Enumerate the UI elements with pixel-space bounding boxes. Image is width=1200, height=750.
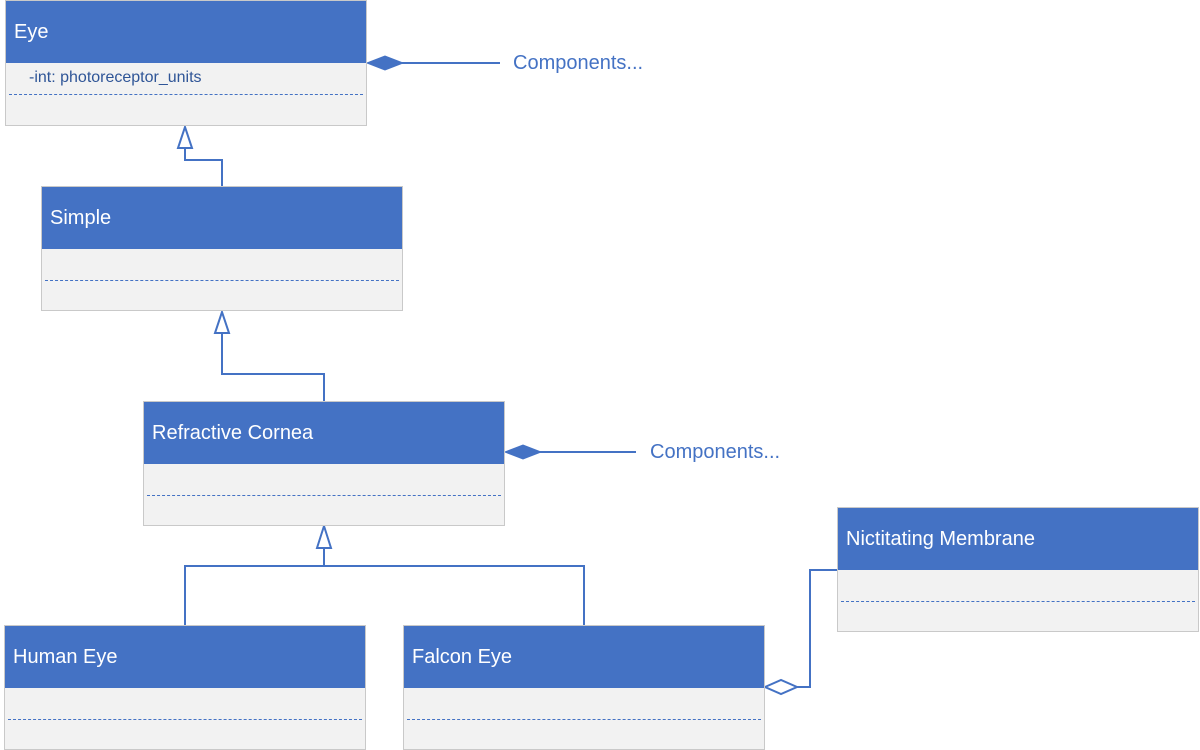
generalization-falcon-cornea	[324, 565, 585, 625]
class-human-eye[interactable]: Human Eye	[4, 625, 366, 750]
generalization-arrowhead-eye	[176, 123, 194, 149]
eye-components-note: Components...	[513, 52, 644, 74]
class-simple-name: Simple	[42, 187, 402, 249]
aggregation-falcon-membrane-line	[797, 569, 838, 688]
class-eye[interactable]: Eye -int: photoreceptor_units	[5, 0, 367, 126]
class-nictitating-membrane-name: Nictitating Membrane	[838, 508, 1198, 570]
class-eye-methods	[6, 95, 366, 123]
class-refractive-cornea-methods	[144, 496, 504, 524]
class-falcon-eye[interactable]: Falcon Eye	[403, 625, 765, 750]
class-refractive-cornea[interactable]: Refractive Cornea	[143, 401, 505, 526]
class-eye-name: Eye	[6, 1, 366, 63]
composition-diamond-eye	[365, 55, 405, 71]
generalization-arrowhead-simple	[213, 308, 231, 334]
class-falcon-eye-name: Falcon Eye	[404, 626, 764, 688]
class-human-eye-name: Human Eye	[5, 626, 365, 688]
class-human-eye-attribute	[8, 688, 362, 720]
class-falcon-eye-attribute	[407, 688, 761, 720]
aggregation-diamond-falcon	[762, 678, 800, 696]
class-refractive-cornea-attribute	[147, 464, 501, 496]
class-simple[interactable]: Simple	[41, 186, 403, 311]
generalization-human-cornea	[184, 543, 325, 625]
class-nictitating-membrane-attribute	[841, 570, 1195, 602]
class-eye-attribute: -int: photoreceptor_units	[9, 63, 363, 95]
cornea-components-note: Components...	[650, 441, 781, 463]
class-human-eye-methods	[5, 720, 365, 748]
class-falcon-eye-methods	[404, 720, 764, 748]
generalization-simple-eye	[184, 142, 223, 186]
composition-diamond-cornea	[503, 444, 543, 460]
class-nictitating-membrane-methods	[838, 602, 1198, 630]
generalization-arrowhead-cornea	[315, 522, 333, 549]
generalization-cornea-simple	[221, 328, 325, 401]
class-simple-attribute	[45, 249, 399, 281]
class-nictitating-membrane[interactable]: Nictitating Membrane	[837, 507, 1199, 632]
class-simple-methods	[42, 281, 402, 309]
class-refractive-cornea-name: Refractive Cornea	[144, 402, 504, 464]
